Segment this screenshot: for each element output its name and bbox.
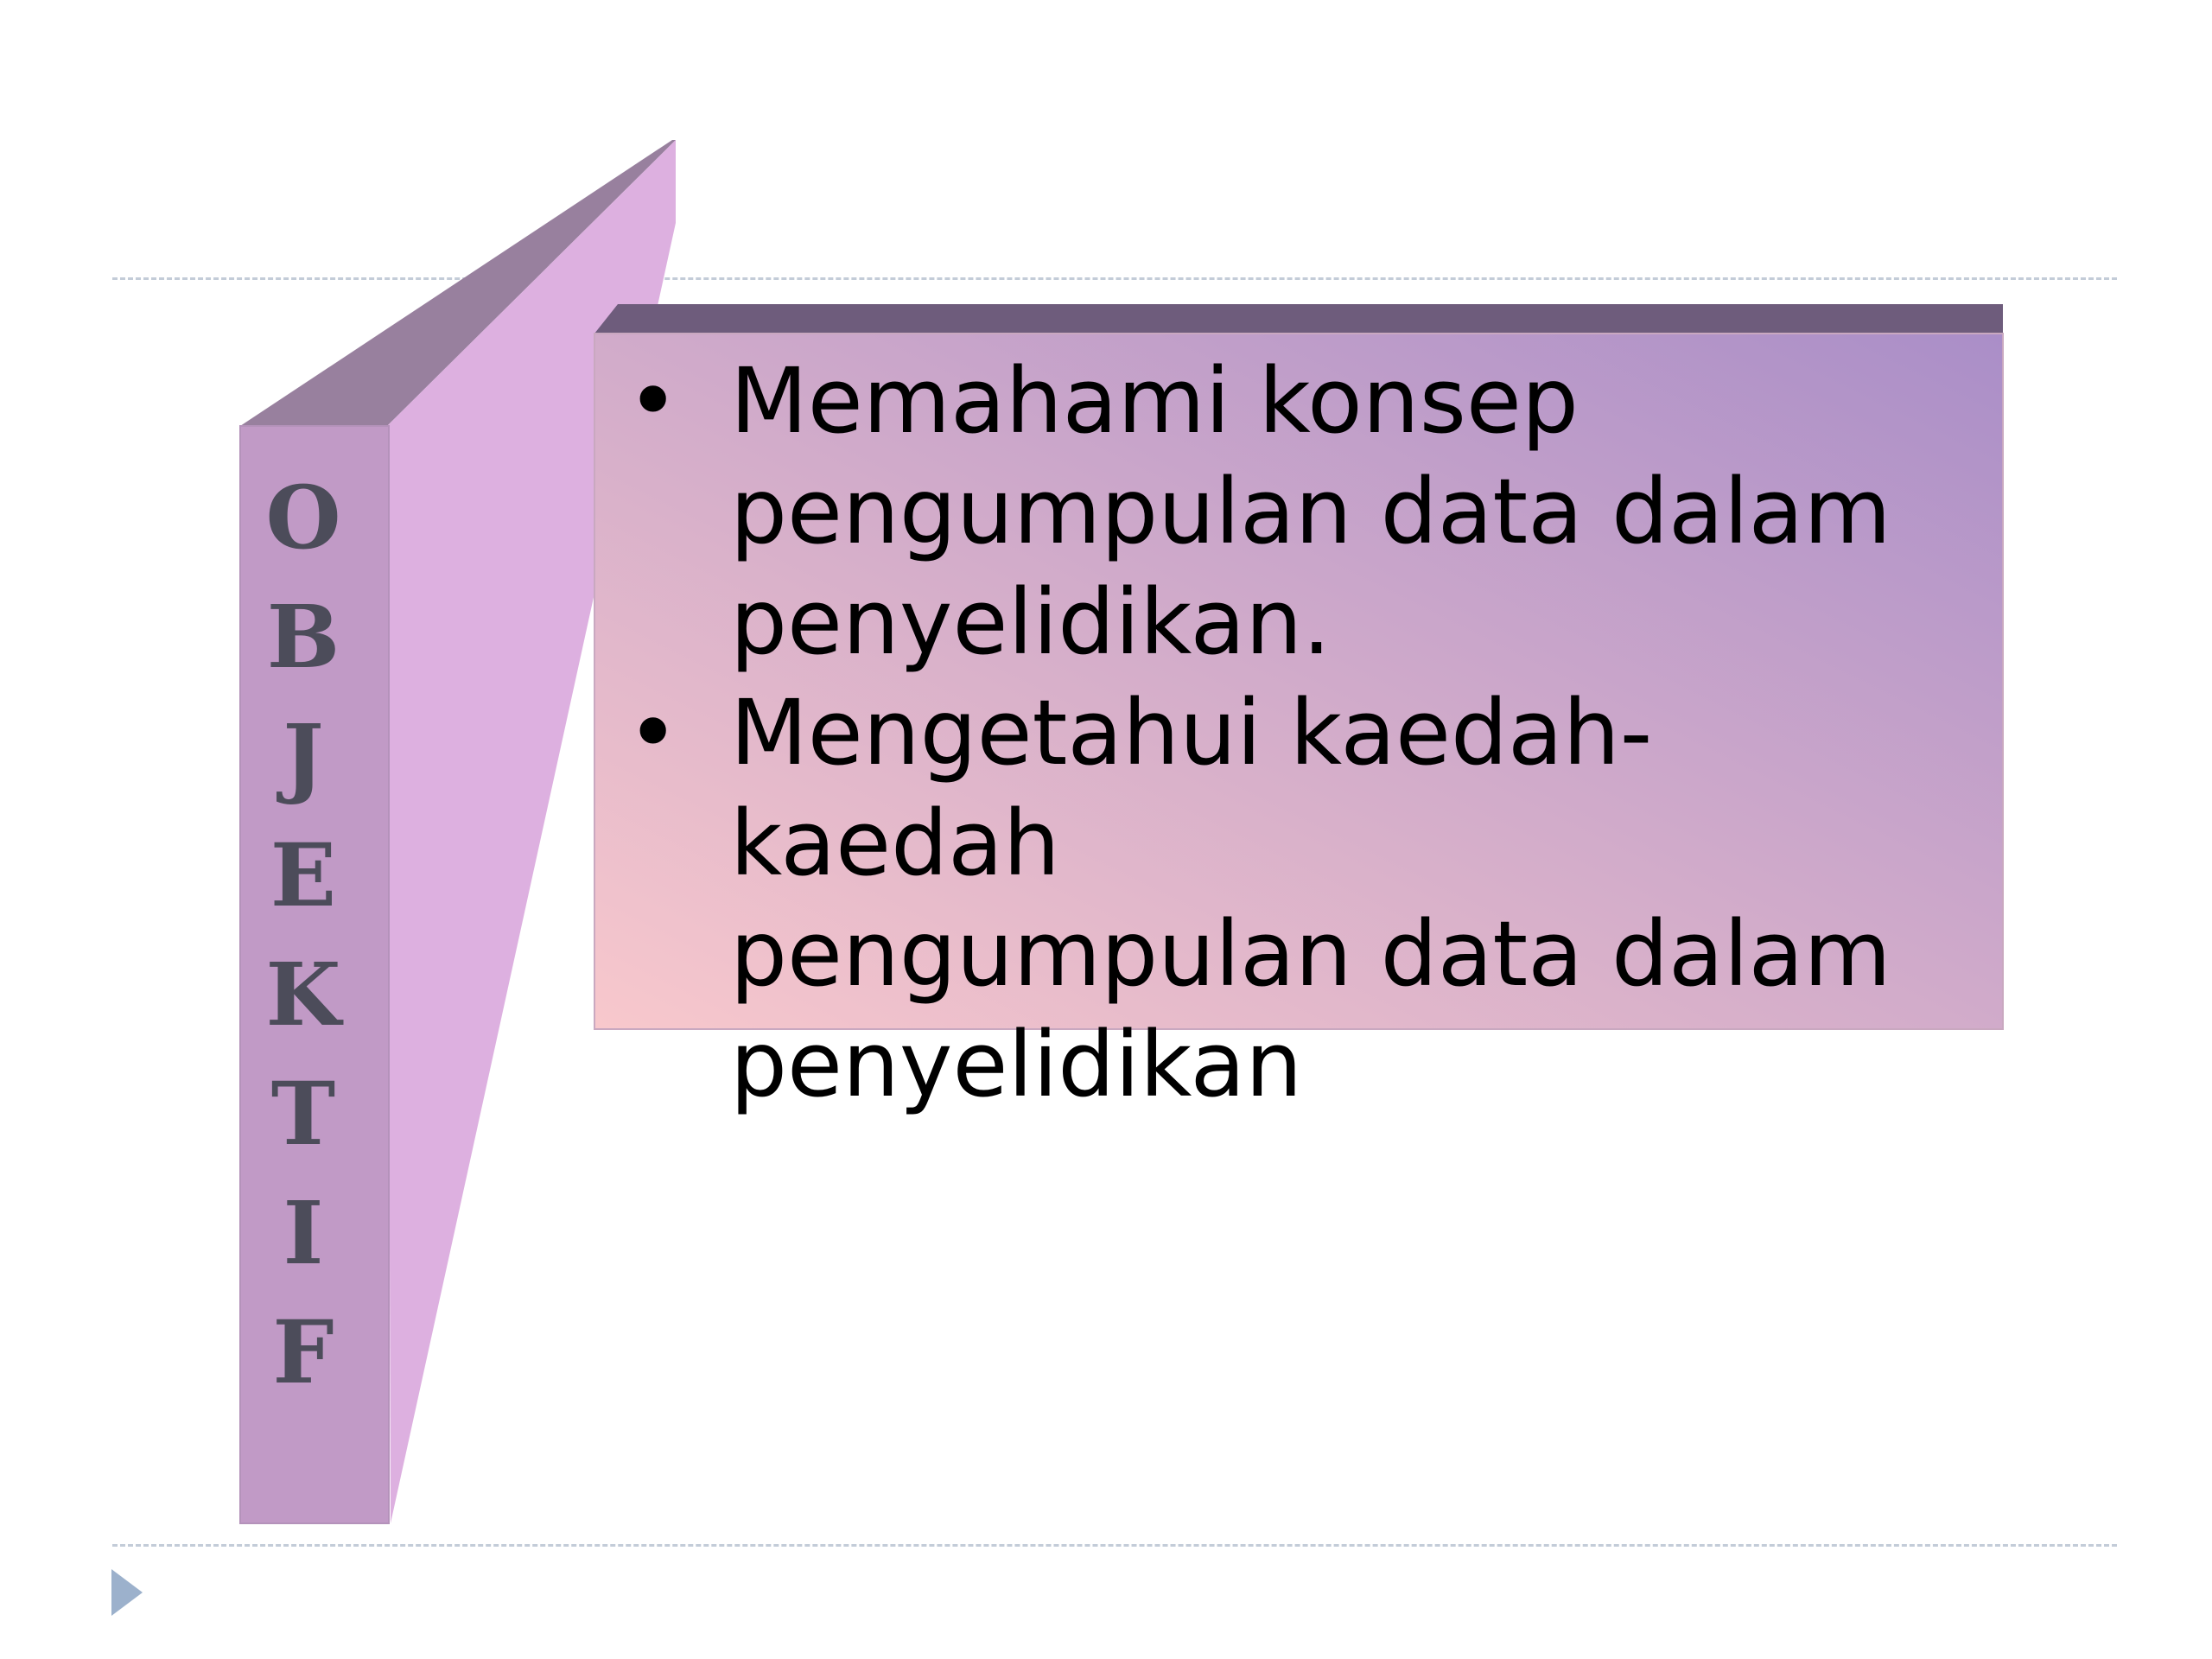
heading-letter: J <box>283 705 324 807</box>
banner-top-face <box>240 140 676 426</box>
objective-item: • Mengetahui kaedah-kaedah pengumpulan da… <box>626 677 1974 1120</box>
objectives-list: • Memahami konsep pengumpulan data dalam … <box>626 346 1974 1120</box>
objective-text: Memahami konsep pengumpulan data dalam p… <box>730 348 1891 675</box>
heading-letter: O <box>265 467 341 569</box>
heading-letter: K <box>265 944 341 1046</box>
content-box-face <box>594 333 2004 1030</box>
heading-letter: T <box>270 1063 336 1165</box>
bullet-icon: • <box>626 348 680 454</box>
heading-letter: F <box>272 1301 334 1403</box>
play-triangle-icon[interactable] <box>111 1569 143 1616</box>
objective-item: • Memahami konsep pengumpulan data dalam … <box>626 346 1974 677</box>
heading-letter: E <box>270 824 337 926</box>
guide-line-bottom <box>112 1544 2117 1547</box>
guide-line-top <box>112 277 2117 280</box>
objective-text: Mengetahui kaedah-kaedah pengumpulan dat… <box>730 680 1891 1117</box>
content-box-top-right <box>1944 304 2003 334</box>
heading-letter: B <box>266 586 340 688</box>
bullet-icon: • <box>626 680 680 785</box>
content-box-top-face <box>594 304 2003 334</box>
banner-front-face <box>239 425 390 1524</box>
content-box <box>594 304 2004 1030</box>
heading-letter: I <box>283 1182 324 1284</box>
